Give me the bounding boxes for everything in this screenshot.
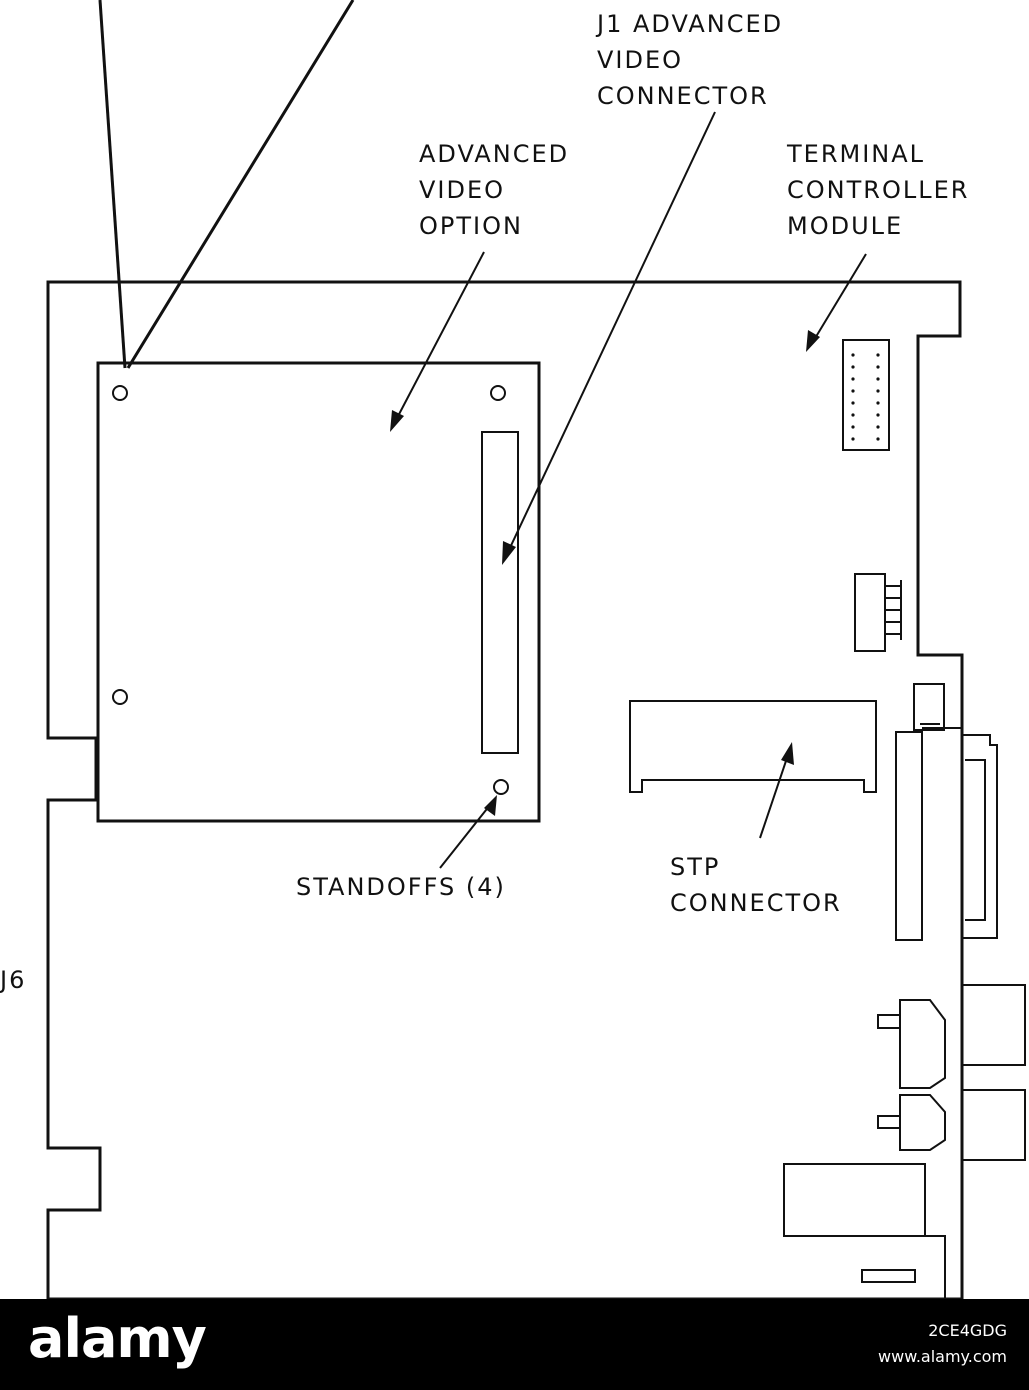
label-avo-line1: ADVANCED xyxy=(419,140,569,168)
label-j1-line1: J1 ADVANCED xyxy=(595,10,783,38)
pointer-line-right xyxy=(126,0,355,369)
standoff-top-left xyxy=(112,385,128,401)
standoff-bottom-left xyxy=(112,689,128,705)
label-avo-line3: OPTION xyxy=(419,212,523,240)
label-stp-line1: STP xyxy=(670,853,720,881)
label-j1-line3: CONNECTOR xyxy=(597,82,769,110)
label-j1-line2: VIDEO xyxy=(597,46,683,74)
label-j6: J6 xyxy=(0,966,26,994)
leader-stp xyxy=(759,742,794,839)
pointer-line-left xyxy=(98,0,127,369)
header-connector xyxy=(842,339,890,451)
stp-connector xyxy=(629,700,877,793)
label-avo-line2: VIDEO xyxy=(419,176,505,204)
leader-avo xyxy=(390,251,485,432)
standoff-bottom-right xyxy=(493,779,509,795)
small-pin-connector xyxy=(854,573,902,652)
watermark-site: www.alamy.com xyxy=(878,1347,1007,1366)
label-standoffs: STANDOFFS (4) xyxy=(296,873,506,901)
watermark-logo: alamy xyxy=(28,1307,207,1370)
leader-j1 xyxy=(502,111,716,565)
label-tcm-line1: TERMINAL xyxy=(786,140,925,168)
standoff-top-right xyxy=(490,385,506,401)
j1-connector-strip xyxy=(481,431,519,754)
label-stp-line2: CONNECTOR xyxy=(670,889,842,917)
leader-standoffs xyxy=(439,795,497,869)
watermark-bar: alamy 2CE4GDG www.alamy.com xyxy=(0,1299,1029,1390)
watermark-image-id: 2CE4GDG xyxy=(928,1321,1007,1340)
label-tcm-line2: CONTROLLER xyxy=(787,176,969,204)
rear-panel-connectors xyxy=(783,683,1026,1299)
terminal-controller-board xyxy=(46,280,964,1299)
board-diagram: J1 ADVANCED VIDEO CONNECTOR ADVANCED VID… xyxy=(0,0,1026,1299)
advanced-video-option-board xyxy=(96,361,541,823)
leader-tcm xyxy=(806,253,867,352)
label-tcm-line3: MODULE xyxy=(787,212,903,240)
